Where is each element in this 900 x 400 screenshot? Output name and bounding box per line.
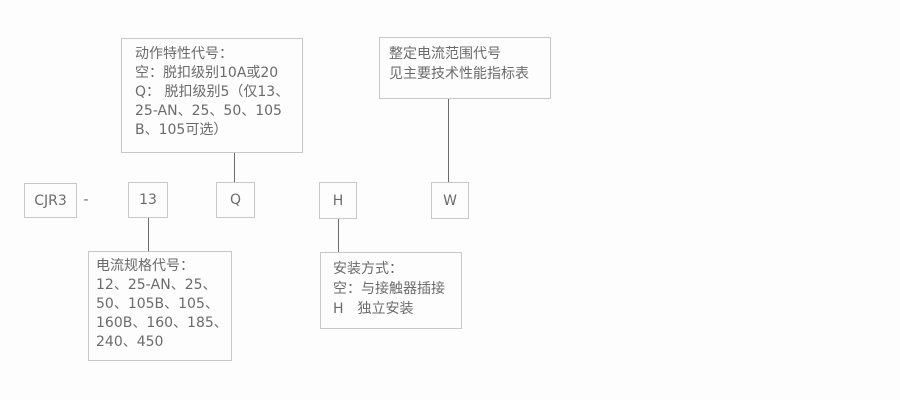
callout-mounting-type: 安装方式： 空：与接触器插接 H 独立安装 bbox=[320, 252, 462, 329]
code-box-setting-range: W bbox=[431, 182, 469, 219]
code-box-mounting: H bbox=[319, 182, 357, 219]
callout-text-line: 电流规格代号： bbox=[96, 258, 194, 274]
code-box-action-characteristic: Q bbox=[216, 182, 255, 218]
callout-action-characteristic-code: 动作特性代号： 空：脱扣级别10A或20 Q： 脱扣级别5（仅13、 25-AN… bbox=[121, 38, 303, 153]
separator-dash: - bbox=[83, 192, 89, 208]
model-prefix-box: CJR3 bbox=[24, 183, 77, 218]
callout-text-line: 空：与接触器插接 bbox=[333, 281, 445, 297]
model-prefix-label: CJR3 bbox=[34, 192, 67, 209]
callout-text-line: Q： 脱扣级别5（仅13、 bbox=[135, 84, 290, 100]
callout-text-line: 见主要技术性能指标表 bbox=[389, 66, 529, 82]
callout-current-spec-code: 电流规格代号： 12、25-AN、25、 50、105B、105、 160B、1… bbox=[88, 251, 232, 361]
callout-text-line: 25-AN、25、50、105 bbox=[135, 103, 282, 119]
callout-text-line: 240、450 bbox=[96, 334, 164, 350]
code-action-label: Q bbox=[229, 192, 242, 208]
code-box-current-spec: 13 bbox=[128, 182, 168, 218]
callout-text-line: H 独立安装 bbox=[333, 301, 414, 317]
callout-current-setting-range-code: 整定电流范围代号 见主要技术性能指标表 bbox=[379, 37, 551, 99]
code-range-label: W bbox=[443, 192, 457, 209]
callout-text-line: 安装方式： bbox=[333, 261, 403, 277]
callout-text-line: 空：脱扣级别10A或20 bbox=[135, 65, 279, 81]
connector-h-to-mounting bbox=[338, 219, 339, 252]
callout-text-line: 12、25-AN、25、 bbox=[96, 277, 217, 293]
callout-text-line: 动作特性代号： bbox=[135, 46, 233, 62]
callout-text-line: 50、105B、105、 bbox=[96, 296, 219, 312]
code-mounting-label: H bbox=[332, 192, 344, 209]
connector-range-to-w bbox=[448, 99, 449, 182]
callout-text-line: 160B、160、185、 bbox=[96, 315, 228, 331]
callout-text-line: B、105可选） bbox=[135, 122, 228, 138]
connector-13-to-spec bbox=[148, 218, 149, 251]
code-current-spec-label: 13 bbox=[139, 192, 157, 208]
callout-text-line: 整定电流范围代号 bbox=[389, 46, 501, 62]
connector-action-to-q bbox=[234, 153, 235, 182]
